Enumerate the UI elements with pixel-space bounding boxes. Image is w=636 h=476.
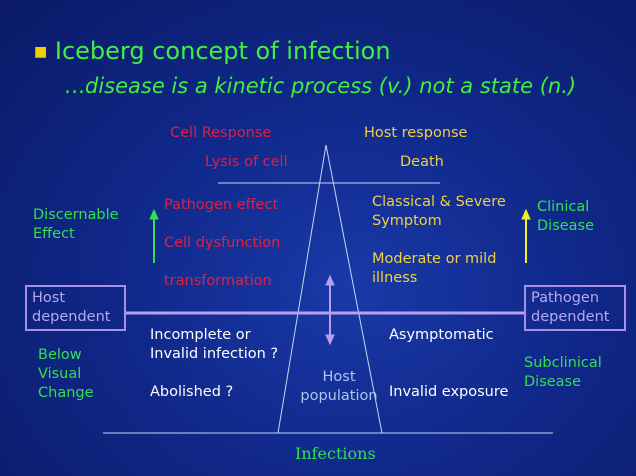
iceberg-left-edge	[277, 144, 327, 434]
yellow-up-arrow	[521, 208, 531, 263]
cell-dysfunction: Cell dysfunction	[164, 235, 281, 251]
bullet-icon: ■	[34, 44, 48, 60]
slide-subtitle: …disease is a kinetic process (v.) not a…	[64, 72, 576, 100]
title-text: Iceberg concept of infection	[54, 37, 391, 65]
text-line: dependent	[32, 309, 111, 325]
death: Death	[400, 154, 444, 170]
text-line: Classical & Severe	[372, 194, 506, 210]
text-line: Host	[322, 369, 356, 385]
iceberg-right-edge	[325, 144, 383, 434]
incomplete-infection: Incomplete or Invalid infection ?	[150, 326, 278, 364]
text-line: Clinical	[537, 199, 590, 215]
text-line: Change	[38, 385, 94, 401]
slide-title: ■ Iceberg concept of infection	[34, 36, 391, 67]
transformation: transformation	[164, 273, 272, 289]
text-line: illness	[372, 270, 418, 286]
text-line: Incomplete or	[150, 327, 251, 343]
text-line: population	[300, 388, 378, 404]
double-arrow	[325, 274, 335, 346]
host-population: Host population	[296, 368, 382, 406]
subtitle-text: disease is a kinetic process (v.) not a …	[85, 74, 577, 98]
text-line: Invalid infection ?	[150, 346, 279, 362]
text-line: Effect	[33, 226, 75, 242]
text-line: Discernable	[33, 207, 119, 223]
text-line: Subclinical	[524, 355, 602, 371]
text-line: Host	[32, 290, 66, 306]
infections-label: Infections	[295, 444, 376, 463]
invalid-exposure: Invalid exposure	[389, 384, 509, 400]
text-line: Disease	[524, 374, 582, 390]
text-line: Symptom	[372, 213, 442, 229]
subtitle-prefix: …	[64, 74, 85, 98]
lysis-of-cell: Lysis of cell	[205, 154, 288, 170]
host-response-header: Host response	[364, 125, 468, 141]
text-line: Visual	[38, 366, 82, 382]
green-up-arrow	[149, 208, 159, 263]
pathogen-dependent-box: Pathogen dependent	[524, 285, 626, 331]
text-line: Below	[38, 347, 82, 363]
moderate-mild-illness: Moderate or mild illness	[372, 250, 496, 288]
host-dependent-box: Host dependent	[25, 285, 126, 331]
text-line: dependent	[531, 309, 610, 325]
abolished: Abolished ?	[150, 384, 234, 400]
text-line: Disease	[537, 218, 595, 234]
cell-response-header: Cell Response	[170, 125, 272, 141]
pathogen-effect: Pathogen effect	[164, 197, 279, 213]
text-line: Pathogen	[531, 290, 600, 306]
text-line: Moderate or mild	[372, 251, 497, 267]
asymptomatic: Asymptomatic	[389, 327, 494, 343]
